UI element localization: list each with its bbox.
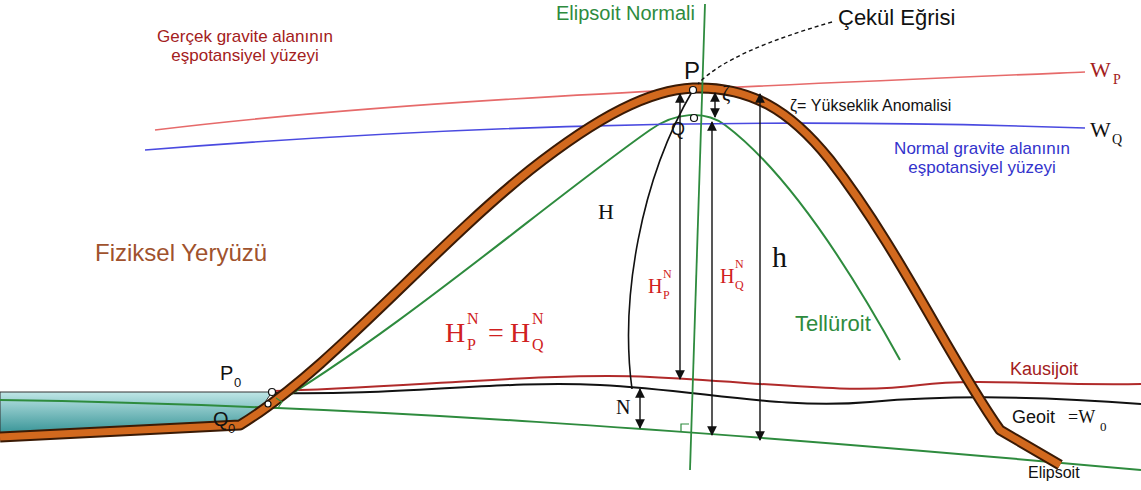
point-label: Q <box>671 120 685 140</box>
point <box>269 389 276 396</box>
height-arrow <box>711 122 712 435</box>
symbol-label: N <box>616 396 630 418</box>
equation-term: H <box>445 318 465 349</box>
subscript: Q <box>1112 132 1122 147</box>
axis-label: Elipsoit Normali <box>556 2 695 24</box>
ellipsoid-line <box>0 400 1141 470</box>
point <box>691 115 698 122</box>
subscript: Q <box>735 279 744 292</box>
subscript: P <box>663 289 670 302</box>
real-equipotential <box>155 72 1085 130</box>
point-label: Q <box>213 408 229 430</box>
point-label: P <box>220 362 233 384</box>
symbol-label: h <box>772 240 787 273</box>
surface-label: Fiziksel Yeryüzü <box>95 240 267 266</box>
symbol-label: ζ <box>722 82 730 104</box>
note: ζ= Yükseklik Anomalisi <box>790 97 951 115</box>
symbol-label: W <box>1090 58 1111 82</box>
subscript: 0 <box>228 422 235 436</box>
curve-label: Çekül Eğrisi <box>838 6 955 30</box>
surface-label: Tellüroit <box>795 312 871 336</box>
surface-label: Gerçek gravite alanının eşpotansiyel yüz… <box>140 28 350 65</box>
right-angle <box>276 398 282 408</box>
surface-label: Geoit <box>1012 408 1055 428</box>
subscript: Q <box>532 336 544 354</box>
superscript: N <box>467 310 479 328</box>
surface-label: Elipsoit <box>1028 464 1080 482</box>
superscript: N <box>532 310 544 328</box>
symbol-label: H <box>648 275 662 297</box>
surface-label: Kausijoit <box>1010 360 1078 380</box>
subscript: P <box>467 336 476 354</box>
geoid-line <box>272 384 1141 404</box>
point-label: P <box>684 58 700 84</box>
superscript: N <box>663 268 672 281</box>
point <box>265 401 271 407</box>
symbol-label: H <box>598 200 614 224</box>
right-angle <box>681 424 689 431</box>
point <box>690 87 697 94</box>
anomaly-arrow <box>714 93 715 117</box>
equation-term: H <box>510 318 530 349</box>
superscript: N <box>735 258 744 271</box>
surface-label: Normal gravite alanının eşpotansiyel yüz… <box>872 140 1092 177</box>
telluroid-line <box>265 115 900 410</box>
undulation-arrow <box>639 389 640 428</box>
symbol-label: W <box>1090 118 1111 142</box>
symbol-label: H <box>720 265 734 287</box>
height-arrow <box>759 94 760 440</box>
subscript: 0 <box>1100 420 1107 434</box>
symbol-label: =W <box>1068 408 1095 428</box>
leader-line <box>698 22 832 84</box>
subscript: P <box>1113 72 1121 87</box>
subscript: 0 <box>234 376 241 390</box>
equation-sign: = <box>488 318 504 349</box>
plumb-line <box>629 90 693 389</box>
